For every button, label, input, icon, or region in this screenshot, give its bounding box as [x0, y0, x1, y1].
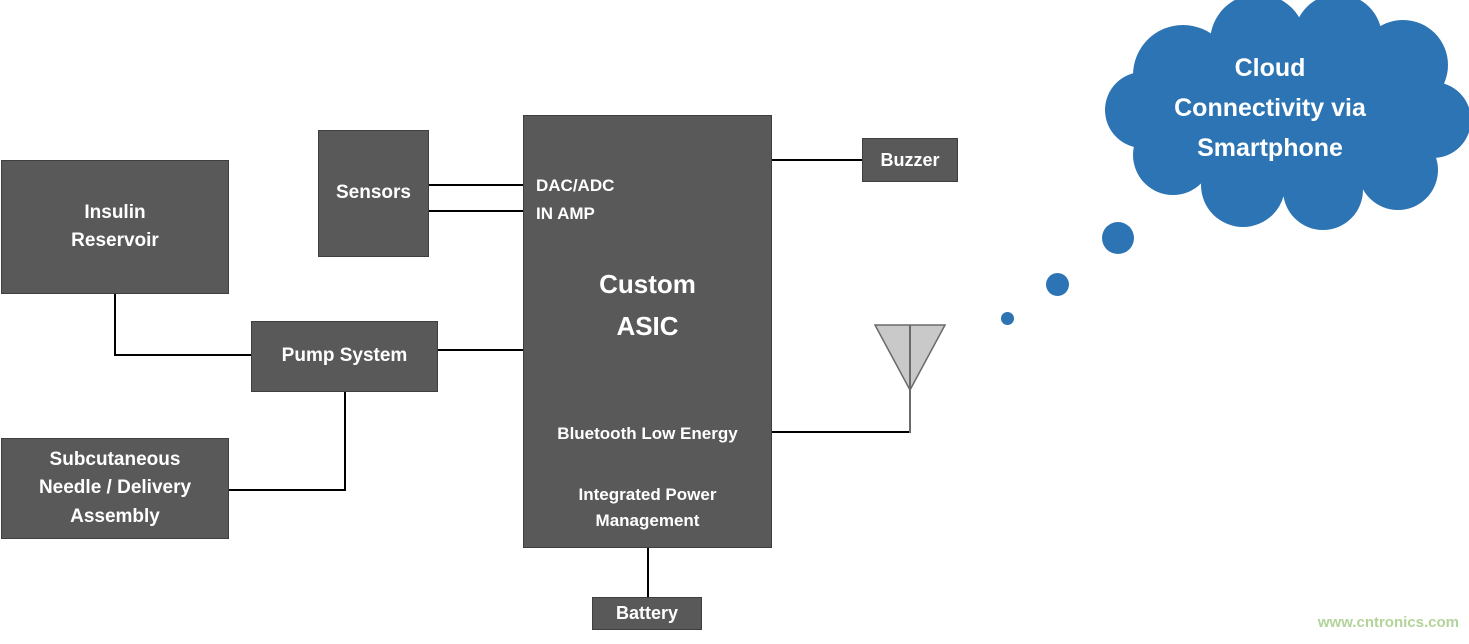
sensors-label: Sensors [336, 182, 411, 204]
connector-pump-vertical [344, 392, 346, 491]
thought-dot-medium [1046, 273, 1069, 296]
insulin-reservoir-block: Insulin Reservoir [1, 160, 229, 294]
needle-assembly-block: Subcutaneous Needle / Delivery Assembly [1, 438, 229, 539]
asic-in-amp-label: IN AMP [536, 204, 595, 223]
asic-bluetooth-label: Bluetooth Low Energy [557, 424, 738, 443]
asic-title-label: Custom ASIC [599, 269, 696, 341]
sensors-block: Sensors [318, 130, 429, 257]
connector-sensors-asic-upper [429, 184, 523, 186]
cloud-connectivity-label: Cloud Connectivity via Smartphone [1174, 54, 1366, 162]
buzzer-block: Buzzer [862, 138, 958, 182]
thought-cloud-icon [1105, 0, 1469, 230]
pump-system-label: Pump System [281, 345, 408, 367]
battery-block: Battery [592, 597, 702, 630]
connector-reservoir-vertical [114, 294, 116, 355]
connector-asic-battery [647, 548, 649, 597]
thought-dot-small [1001, 312, 1014, 325]
battery-label: Battery [615, 603, 679, 623]
connector-asic-antenna [772, 431, 911, 433]
custom-asic-block: DAC/ADC IN AMP Custom ASIC Bluetooth Low… [523, 115, 772, 548]
insulin-reservoir-label: Insulin Reservoir [71, 201, 159, 252]
connector-reservoir-pump [114, 354, 251, 356]
connector-asic-buzzer [772, 159, 862, 161]
connector-pump-asic [438, 349, 523, 351]
pump-system-block: Pump System [251, 321, 438, 392]
connector-sensors-asic-lower [429, 210, 523, 212]
buzzer-label: Buzzer [880, 149, 940, 170]
asic-dac-adc-label: DAC/ADC [536, 176, 615, 195]
needle-assembly-label: Subcutaneous Needle / Delivery Assembly [38, 448, 192, 527]
connector-needle-pump [229, 489, 346, 491]
asic-power-management-label: Integrated Power Management [578, 485, 717, 531]
watermark-text: www.cntronics.com [1317, 614, 1459, 631]
antenna-icon [874, 324, 946, 433]
thought-dot-large [1102, 222, 1134, 254]
